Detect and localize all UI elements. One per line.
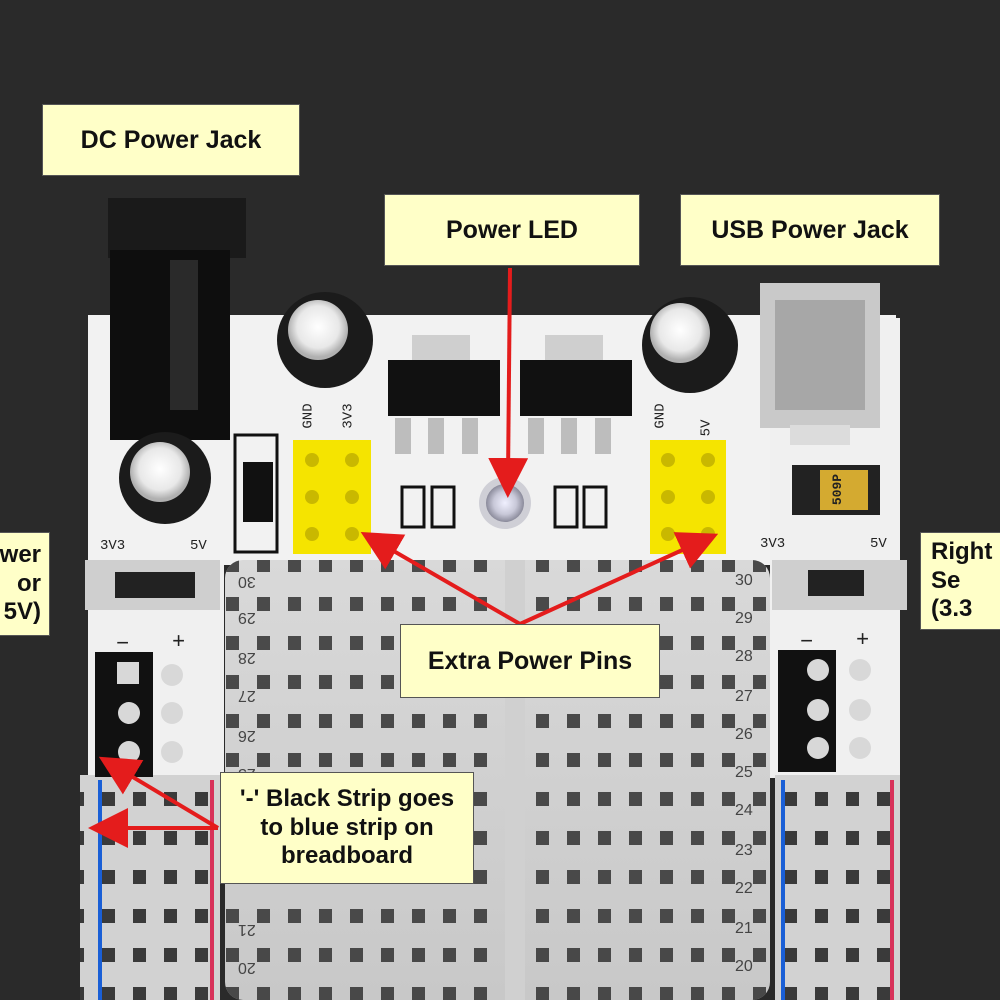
row-number-right: 26 xyxy=(735,726,753,743)
capacitor-left-top xyxy=(277,292,373,388)
silk-plus-right: + xyxy=(856,628,870,653)
dc-power-jack xyxy=(108,198,246,440)
silk-switch-left-3v3: 3V3 xyxy=(100,538,126,554)
callout-power-led: Power LED xyxy=(384,194,640,266)
callout-extra-power-pins: Extra Power Pins xyxy=(400,624,660,698)
capacitor-left-bottom xyxy=(119,432,211,524)
silk-minus-right: − xyxy=(800,630,814,655)
row-number-right: 29 xyxy=(735,610,753,627)
silk-switch-left-5v: 5V xyxy=(190,538,207,554)
header-pins-left xyxy=(293,440,371,554)
annotation-arrows xyxy=(88,267,719,848)
voltage-switch-left xyxy=(85,560,220,610)
smd-components-right xyxy=(553,485,608,529)
silk-plus-left: + xyxy=(172,630,186,655)
row-number-right: 24 xyxy=(735,802,753,819)
row-number-left: 26 xyxy=(238,727,256,744)
callout-black-strip: '-' Black Strip goes to blue strip on br… xyxy=(220,772,474,884)
row-number-right: 25 xyxy=(735,764,753,781)
row-number-left: 30 xyxy=(238,573,256,590)
row-number-right: 27 xyxy=(735,688,753,705)
voltage-switch-right xyxy=(772,560,907,610)
row-number-right: 21 xyxy=(735,920,753,937)
diode xyxy=(233,433,279,554)
smd-components-left xyxy=(400,485,456,529)
fuse xyxy=(792,465,880,515)
arrow-power-led xyxy=(488,267,529,498)
row-number-left: 21 xyxy=(238,921,256,938)
power-led xyxy=(479,477,531,529)
silk-minus-left: − xyxy=(116,632,130,657)
row-number-left: 20 xyxy=(238,959,256,976)
regulator-3v3 xyxy=(388,335,500,454)
row-number-right: 20 xyxy=(735,958,753,975)
arrow-extra-pins-right xyxy=(519,532,719,626)
fuse-marking: 509P xyxy=(830,473,846,506)
output-strip-right xyxy=(778,650,871,772)
regulator-5v xyxy=(520,335,632,454)
usb-power-jack xyxy=(760,283,880,445)
callout-dc-power-jack: DC Power Jack xyxy=(42,104,300,176)
silk-3v3-left: 3V3 xyxy=(340,403,357,429)
row-number-right: 28 xyxy=(735,648,753,665)
row-number-left: 29 xyxy=(238,609,256,626)
silk-5v-right: 5V xyxy=(698,419,715,437)
capacitor-right xyxy=(642,297,738,393)
arrow-extra-pins-left xyxy=(360,531,522,626)
header-pins-right xyxy=(650,440,726,554)
row-number-left: 27 xyxy=(238,687,256,704)
output-strip-left xyxy=(95,652,183,777)
row-number-right: 22 xyxy=(735,880,753,897)
silk-gnd-left: GND xyxy=(300,403,317,429)
row-number-right: 30 xyxy=(735,572,753,589)
callout-usb-power-jack: USB Power Jack xyxy=(680,194,940,266)
silk-switch-right-5v: 5V xyxy=(870,536,887,552)
silk-switch-right-3v3: 3V3 xyxy=(760,536,786,552)
callout-left-power-selector: ower or 5V) xyxy=(0,532,50,636)
row-number-right: 23 xyxy=(735,842,753,859)
arrow-black-strip xyxy=(98,756,220,830)
silk-gnd-right: GND xyxy=(652,403,669,429)
callout-right-power-selector: Right Se (3.3 xyxy=(920,532,1000,630)
row-number-left: 28 xyxy=(238,649,256,666)
